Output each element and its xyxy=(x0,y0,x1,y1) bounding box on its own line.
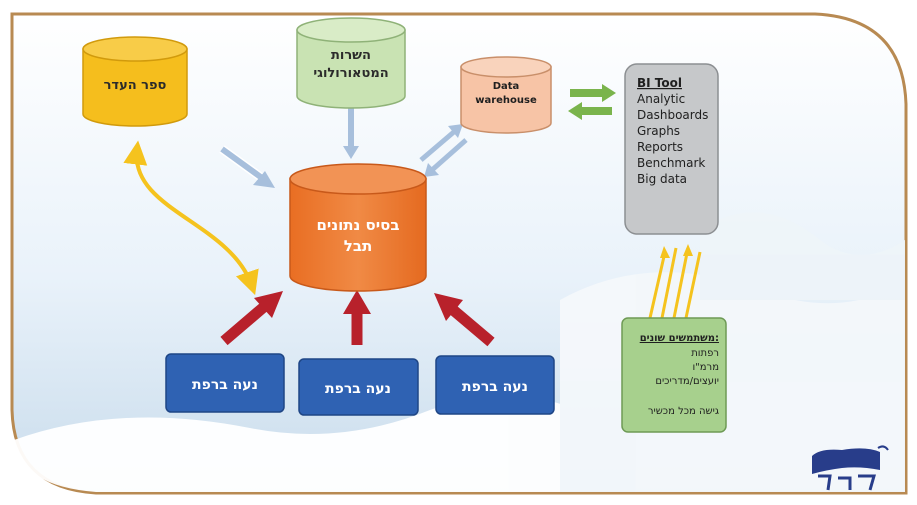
core-label-line2: תבל xyxy=(344,237,372,255)
farm-box-middle: נעה ברפת xyxy=(298,358,419,416)
farm-label-middle: נעה ברפת xyxy=(325,381,391,397)
meteo-label-line1: השרות xyxy=(331,48,371,63)
herd-book-label: ספר העדר xyxy=(104,78,167,93)
farm-label-left: נעה ברפת xyxy=(192,377,258,393)
meteo-service-node: השרות המטאורולוגי xyxy=(296,17,406,109)
users-footer: גישה מכל מכשיר xyxy=(648,406,719,417)
red-arrow-right xyxy=(434,293,495,347)
users-item: מרמ"ו xyxy=(692,362,719,373)
central-database-node: בסיס נתונים תבל xyxy=(289,163,427,292)
yellow-rays-users-to-bi xyxy=(648,244,702,319)
users-item: יועצים/מדריכים xyxy=(655,376,719,387)
data-warehouse-node: Data warehouse xyxy=(460,56,552,134)
bi-tool-item: Dashboards xyxy=(637,108,708,122)
hameda-logo xyxy=(812,445,889,491)
yellow-arrow-herd-core xyxy=(123,140,259,296)
farm-box-right: נעה ברפת xyxy=(435,355,555,415)
herd-book-node: ספר העדר xyxy=(82,36,188,127)
green-arrow-to-bi xyxy=(570,84,616,102)
green-arrow-to-warehouse xyxy=(568,102,612,120)
farm-box-left: נעה ברפת xyxy=(165,353,285,413)
bi-tool-box: BI Tool Analytic Dashboards Graphs Repor… xyxy=(624,63,719,235)
blue-arrow-warehouse-to-core xyxy=(424,138,468,177)
core-label-line1: בסיס נתונים xyxy=(316,216,399,234)
bi-tool-item: Reports xyxy=(637,140,683,154)
users-title: משתמשים שונים: xyxy=(640,333,719,344)
bi-tool-item: Benchmark xyxy=(637,156,705,170)
warehouse-label-line2: warehouse xyxy=(475,95,537,106)
meteo-label-line2: המטאורולוגי xyxy=(313,66,388,81)
users-item: רפתות xyxy=(691,348,719,359)
blue-arrow-core-to-warehouse xyxy=(419,124,463,162)
farm-label-right: נעה ברפת xyxy=(462,379,528,395)
red-arrow-middle xyxy=(343,290,371,345)
bi-tool-item: Big data xyxy=(637,172,687,186)
bi-tool-item: Analytic xyxy=(637,92,685,106)
blue-arrow-meteo-to-core xyxy=(343,106,359,159)
bi-tool-item: Graphs xyxy=(637,124,680,138)
warehouse-label-line1: Data xyxy=(493,81,520,92)
red-arrow-left xyxy=(220,291,283,346)
bi-tool-title: BI Tool xyxy=(637,76,682,90)
users-box: משתמשים שונים: רפתות מרמ"ו יועצים/מדריכי… xyxy=(621,317,727,433)
